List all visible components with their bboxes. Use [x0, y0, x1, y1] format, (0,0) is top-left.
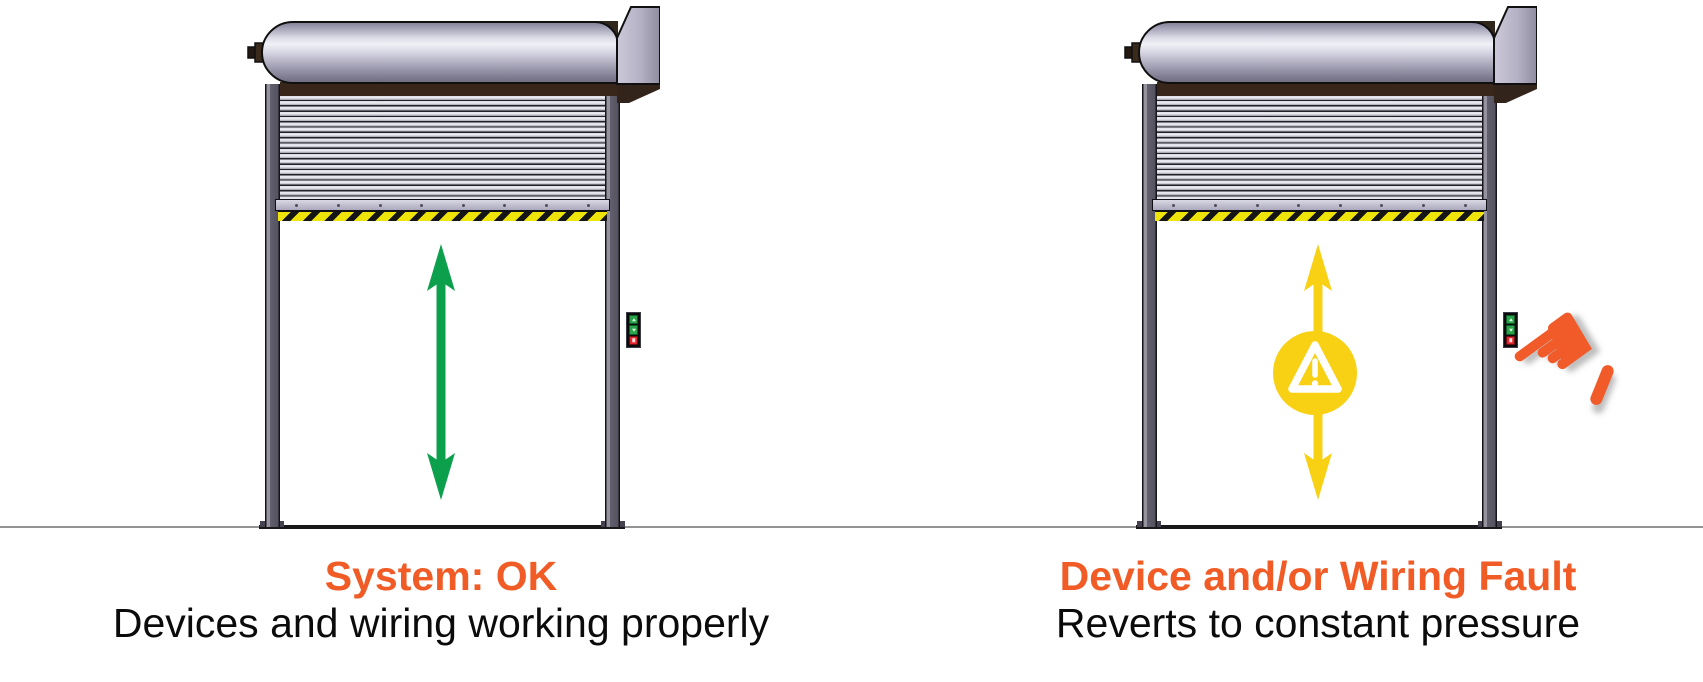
- rivet: [336, 203, 340, 207]
- rivet: [295, 203, 299, 207]
- floor-line: [0, 526, 1703, 528]
- open-button: [629, 315, 638, 325]
- rivet: [1213, 203, 1217, 207]
- rivet: [1380, 203, 1384, 207]
- header-shadow-band: [1157, 82, 1494, 96]
- rivet: [461, 203, 465, 207]
- rivet: [586, 203, 590, 207]
- green-travel-arrow-icon: [427, 244, 455, 500]
- right-guide-post: [605, 84, 620, 527]
- roller-door-left: [245, 0, 660, 531]
- roller-door-right: [1122, 0, 1537, 531]
- motor-shadow: [1494, 84, 1537, 103]
- status-heading: Device and/or Wiring Fault: [1059, 553, 1577, 599]
- right-guide-post: [1482, 84, 1497, 527]
- rivet: [1422, 203, 1426, 207]
- status-subheading: Devices and wiring working properly: [112, 599, 770, 646]
- roller-drum: [1137, 21, 1496, 84]
- rivet: [1338, 203, 1342, 207]
- left-guide-post: [1142, 84, 1157, 527]
- door-bottom-bar: [275, 199, 610, 211]
- rivet: [420, 203, 424, 207]
- door-threshold: [259, 525, 625, 529]
- warning-triangle-icon: [1273, 331, 1357, 415]
- roller-drum-and-motor: [1124, 6, 1537, 103]
- door-curtain-slats: [1157, 84, 1482, 199]
- header-shadow-band: [280, 82, 617, 96]
- door-curtain-slats: [280, 84, 605, 199]
- close-button: [629, 325, 638, 335]
- double-arrow-shape: [427, 244, 455, 500]
- open-button: [1506, 315, 1515, 325]
- status-heading: System: OK: [324, 553, 558, 599]
- stop-button: [1506, 335, 1515, 345]
- hazard-stripe: [278, 211, 607, 221]
- rivet: [378, 203, 382, 207]
- rivet: [503, 203, 507, 207]
- door-threshold: [1136, 525, 1502, 529]
- roller-drum: [260, 21, 619, 84]
- motor-box: [1493, 6, 1537, 85]
- door-control-station: [1503, 312, 1518, 348]
- left-caption: System: OK Devices and wiring working pr…: [11, 553, 871, 646]
- hazard-stripe: [1155, 211, 1484, 221]
- rivet: [545, 203, 549, 207]
- roller-drum-and-motor: [247, 6, 660, 103]
- rivet: [1297, 203, 1301, 207]
- door-control-station: [626, 312, 641, 348]
- exclamation-dot: [1311, 380, 1319, 387]
- status-subheading: Reverts to constant pressure: [1055, 599, 1581, 646]
- right-caption: Device and/or Wiring Fault Reverts to co…: [888, 553, 1703, 646]
- motor-shadow: [617, 84, 660, 103]
- door-bottom-bar: [1152, 199, 1487, 211]
- stop-button: [629, 335, 638, 345]
- rivet: [1463, 203, 1467, 207]
- rivet: [1255, 203, 1259, 207]
- motor-box: [616, 6, 660, 85]
- warning-triangle-outline: [1288, 341, 1342, 393]
- close-button: [1506, 325, 1515, 335]
- left-guide-post: [265, 84, 280, 527]
- rivet: [1172, 203, 1176, 207]
